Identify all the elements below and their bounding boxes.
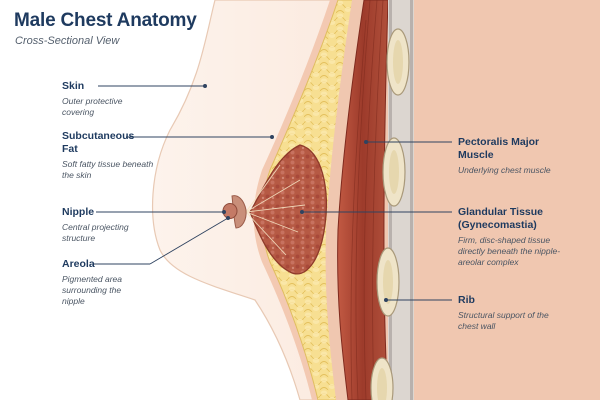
- label-subcutaneous-fat: Subcutaneous Fat Soft fatty tissue benea…: [62, 130, 153, 181]
- label-nipple-desc: Central projecting structure: [62, 222, 129, 243]
- label-rib-desc: Structural support of the chest wall: [458, 310, 549, 331]
- label-subcutaneous-fat-desc: Soft fatty tissue beneath the skin: [62, 159, 154, 180]
- diagram-title: Male Chest Anatomy: [14, 10, 197, 31]
- label-areola-desc: Pigmented area surrounding the nipple: [62, 274, 123, 306]
- label-glandular-tissue: Glandular Tissue (Gynecomastia) Firm, di…: [458, 206, 570, 268]
- ribs: [370, 28, 410, 400]
- label-pectoralis-major: Pectoralis Major Muscle Underlying chest…: [458, 136, 568, 176]
- label-pectoralis-major-name: Pectoralis Major Muscle: [458, 136, 540, 161]
- label-nipple-name: Nipple: [62, 206, 95, 218]
- label-subcutaneous-fat-name: Subcutaneous Fat: [62, 130, 135, 155]
- diagram-subtitle: Cross-Sectional View: [15, 35, 120, 47]
- label-nipple: Nipple Central projecting structure: [62, 206, 142, 244]
- label-skin-desc: Outer protective covering: [62, 96, 123, 117]
- leader-lines: [94, 85, 452, 301]
- label-pectoralis-major-desc: Underlying chest muscle: [458, 165, 551, 175]
- leader-dots: [203, 84, 388, 302]
- gland-ducts: [245, 164, 306, 256]
- label-glandular-tissue-name: Glandular Tissue (Gynecomastia): [458, 206, 543, 231]
- label-skin: Skin Outer protective covering: [62, 80, 152, 118]
- pectoralis-major-muscle: [337, 0, 389, 400]
- label-rib: Rib Structural support of the chest wall: [458, 294, 568, 332]
- label-skin-name: Skin: [62, 80, 85, 92]
- label-areola: Areola Pigmented area surrounding the ni…: [62, 258, 142, 307]
- label-glandular-tissue-desc: Firm, disc-shaped tissue directly beneat…: [458, 235, 561, 267]
- label-areola-name: Areola: [62, 258, 95, 270]
- muscle-fibers: [350, 0, 384, 400]
- label-rib-name: Rib: [458, 294, 475, 306]
